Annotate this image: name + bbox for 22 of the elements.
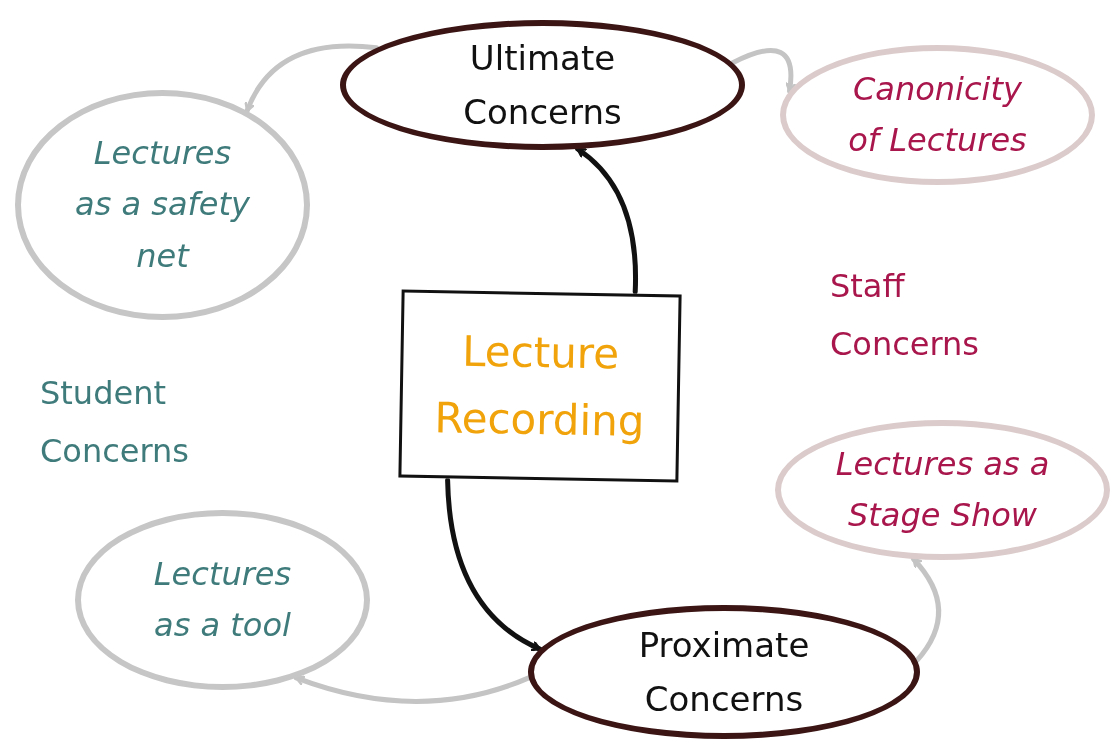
arrow [575, 146, 639, 295]
node-label: Lectures as a Stage Show [834, 443, 1051, 536]
arrow [244, 43, 380, 114]
ellipse-node [340, 20, 745, 150]
node-label: Lectures as a tool [152, 553, 293, 646]
ellipse-node [775, 420, 1110, 560]
ellipse-node [780, 45, 1095, 185]
node-label: Ultimate Concerns [462, 36, 623, 134]
arrow [293, 675, 532, 704]
node-label: Lectures as a safety net [74, 133, 251, 277]
node-label: Lecture Recording [432, 325, 646, 448]
node-label: Canonicity of Lectures [847, 68, 1028, 161]
group-label: Student Concerns [40, 373, 191, 472]
ellipse-node [15, 90, 310, 320]
group-label: Staff Concerns [830, 266, 981, 365]
arrow [445, 477, 543, 652]
node-label: Proximate Concerns [637, 623, 811, 721]
arrow [910, 556, 942, 663]
ellipse-node [75, 510, 370, 690]
arrow [730, 47, 796, 94]
ellipse-node [528, 605, 920, 739]
process-box [398, 289, 682, 483]
